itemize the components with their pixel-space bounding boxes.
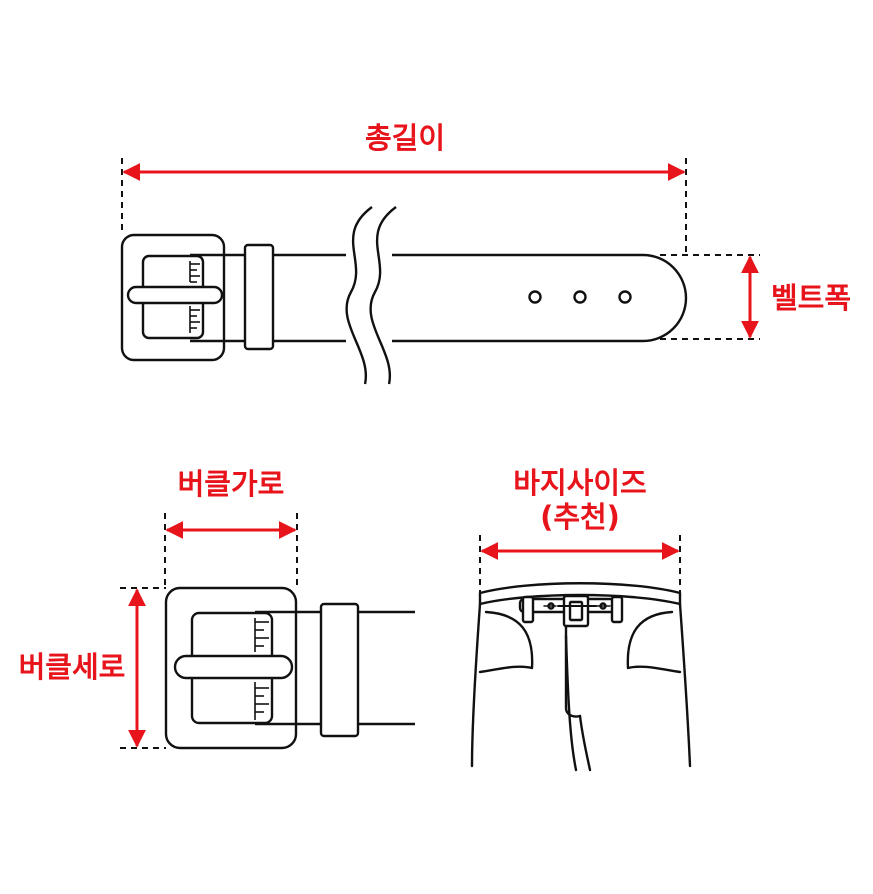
belt-width-label: 벨트폭 — [771, 281, 851, 315]
pants-left-pocket — [478, 610, 534, 674]
belt-hole — [528, 290, 542, 304]
total-length-dimension — [121, 158, 687, 255]
belt-hole — [618, 290, 632, 304]
full-belt-illustration — [120, 206, 688, 385]
pants-belt-loop — [521, 595, 535, 624]
pants-belt-buckle — [562, 594, 590, 628]
buckle-height-dimension — [120, 587, 166, 749]
belt-break-right — [369, 206, 397, 385]
belt-keeper-loop — [243, 243, 275, 351]
pants-size-label: 바지사이즈 — [513, 466, 646, 500]
pants-belt-buckle-inner — [568, 600, 584, 622]
pants-legs — [470, 602, 692, 772]
buckle-ruler-ticks — [189, 261, 200, 333]
pants-belt-loop — [610, 595, 624, 624]
pants-size-dimension — [479, 535, 681, 593]
belt-break-left — [345, 206, 373, 385]
buckle-height-label: 버클세로 — [19, 650, 126, 684]
pants-right-pocket — [626, 610, 682, 674]
buckle-prong — [173, 654, 294, 680]
pants-fly — [564, 610, 582, 718]
belt-keeper-loop — [319, 602, 360, 738]
total-length-label: 총길이 — [365, 121, 445, 155]
buckle-width-dimension — [164, 513, 298, 588]
buckle-detail-illustration — [164, 586, 415, 750]
buckle-ruler-ticks — [254, 618, 269, 720]
pants-illustration — [470, 582, 692, 772]
buckle-prong — [126, 285, 224, 305]
pants-size-note: (추천) — [540, 500, 620, 534]
belt-strap-right — [392, 253, 688, 343]
buckle-width-label: 버클가로 — [178, 467, 285, 501]
belt-width-dimension — [660, 254, 760, 340]
belt-hole — [573, 290, 587, 304]
